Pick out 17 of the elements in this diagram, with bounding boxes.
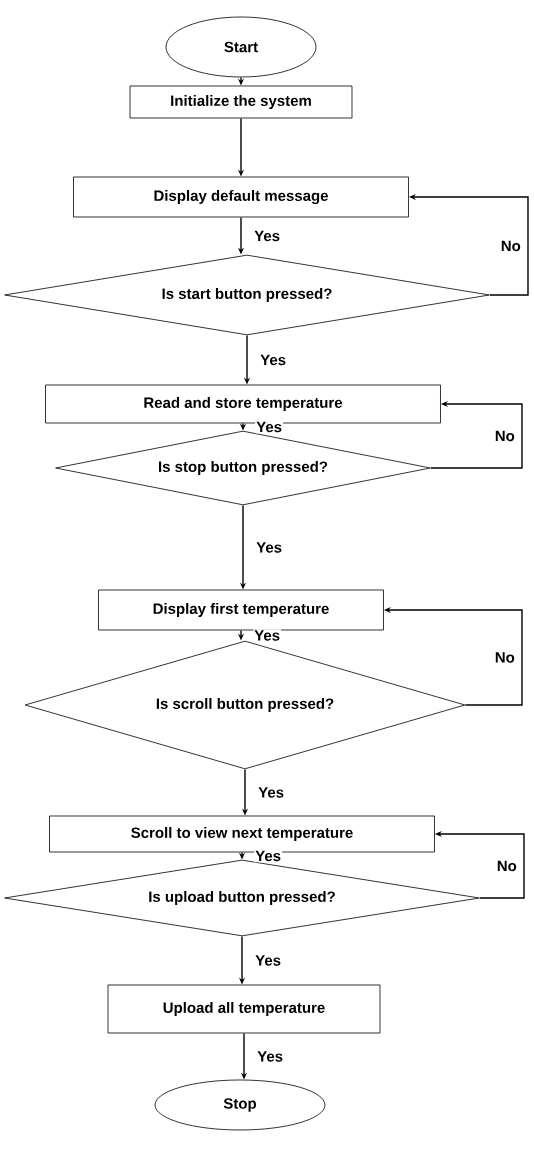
edge-label: No [493, 651, 516, 664]
process-box: Upload all temperature [107, 984, 381, 1034]
edge-label: No [495, 859, 518, 873]
edge-label: No [499, 239, 522, 253]
edge-label: Yes [256, 1050, 285, 1063]
edge-label: Yes [254, 849, 283, 863]
edge-label: No [493, 429, 516, 443]
edge-label: Yes [255, 541, 284, 554]
edge-label: Yes [253, 629, 282, 642]
edge-label: Yes [253, 229, 282, 243]
process-box: Display first temperature [98, 589, 384, 631]
process-box: Initialize the system [129, 85, 353, 119]
edge-label: Yes [259, 353, 288, 367]
process-box: Display default message [73, 176, 409, 218]
edge-label: Yes [255, 420, 284, 434]
edge-label: Yes [257, 786, 286, 799]
edge-label: Yes [254, 954, 283, 967]
